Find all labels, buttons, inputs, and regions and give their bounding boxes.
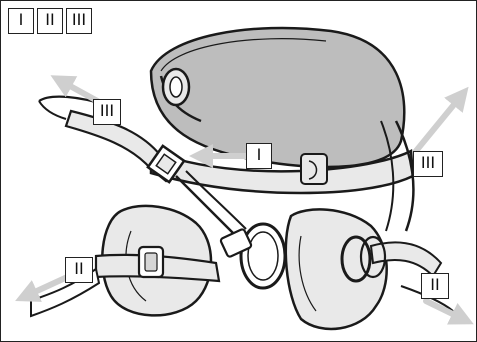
center-buckle	[219, 228, 253, 258]
legend-item-3: III	[66, 8, 92, 34]
arrow-up-right	[413, 86, 469, 154]
legend-item-2: II	[37, 8, 63, 34]
label-front-center: I	[246, 143, 272, 169]
label-right-lower: II	[421, 273, 449, 299]
chest-buckle	[146, 144, 186, 184]
legend: I II III	[8, 8, 92, 34]
right-leg-loop	[284, 208, 388, 331]
arrow-down-right	[423, 298, 474, 325]
label-left-lower: II	[65, 257, 93, 283]
legend-item-1: I	[8, 8, 34, 34]
back-pad	[149, 26, 406, 169]
label-front-left-upper: III	[93, 99, 121, 125]
belt-buckle-right	[300, 153, 328, 185]
belay-loop	[239, 222, 287, 290]
label-right-side: III	[413, 151, 443, 177]
right-rings	[340, 235, 387, 283]
